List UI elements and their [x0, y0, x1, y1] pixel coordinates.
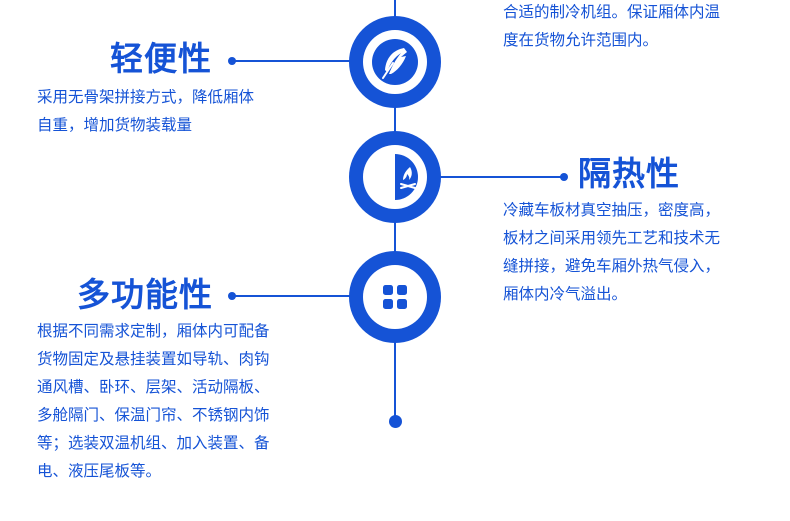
feature-circle-insulation — [349, 131, 441, 223]
description-line: 采用无骨架拼接方式，降低厢体 — [37, 88, 255, 106]
description-line: 缝拼接，避免车厢外热气侵入， — [503, 257, 721, 275]
description-line: 自重，增加货物装载量 — [37, 116, 193, 134]
feature-circle-lightweight — [349, 16, 441, 108]
top-right-description: 合适的制冷机组。保证厢体内温 度在货物允许范围内。 — [503, 0, 720, 54]
description-line: 板材之间采用领先工艺和技术无 — [503, 229, 721, 247]
description-line: 合适的制冷机组。保证厢体内温 — [503, 3, 721, 21]
description-line: 厢体内冷气溢出。 — [503, 285, 628, 303]
description-line: 等；选装双温机组、加入装置、备 — [37, 434, 270, 452]
timeline-end-dot — [388, 415, 402, 428]
feature-description-insulation: 冷藏车板材真空抽压，密度高， 板材之间采用领先工艺和技术无 缝拼接，避免车厢外热… — [503, 196, 720, 308]
description-line: 多舱隔门、保温门帘、不锈钢内饰 — [37, 406, 270, 424]
grid-icon — [383, 285, 407, 309]
connector-line — [234, 60, 352, 62]
connector-line — [234, 295, 352, 297]
connector-dot — [228, 57, 236, 65]
connector-line — [440, 176, 562, 178]
feature-title-lightweight: 轻便性 — [110, 39, 212, 78]
campfire-icon — [395, 154, 418, 200]
connector-dot — [228, 292, 236, 300]
feature-title-multifunction: 多功能性 — [77, 275, 213, 314]
feather-icon — [372, 39, 418, 85]
description-line: 根据不同需求定制，厢体内可配备 — [37, 322, 270, 340]
connector-dot — [560, 173, 568, 181]
feature-title-insulation: 隔热性 — [578, 154, 680, 193]
description-line: 电、液压尾板等。 — [37, 462, 162, 480]
feature-circle-multifunction — [349, 251, 441, 343]
description-line: 冷藏车板材真空抽压，密度高， — [503, 201, 721, 219]
description-line: 度在货物允许范围内。 — [503, 31, 659, 49]
feature-description-lightweight: 采用无骨架拼接方式，降低厢体 自重，增加货物装载量 — [37, 83, 254, 139]
description-line: 货物固定及悬挂装置如导轨、肉钩 — [37, 350, 270, 368]
description-line: 通风槽、卧环、层架、活动隔板、 — [37, 378, 270, 396]
feature-description-multifunction: 根据不同需求定制，厢体内可配备 货物固定及悬挂装置如导轨、肉钩 通风槽、卧环、层… — [37, 317, 270, 485]
